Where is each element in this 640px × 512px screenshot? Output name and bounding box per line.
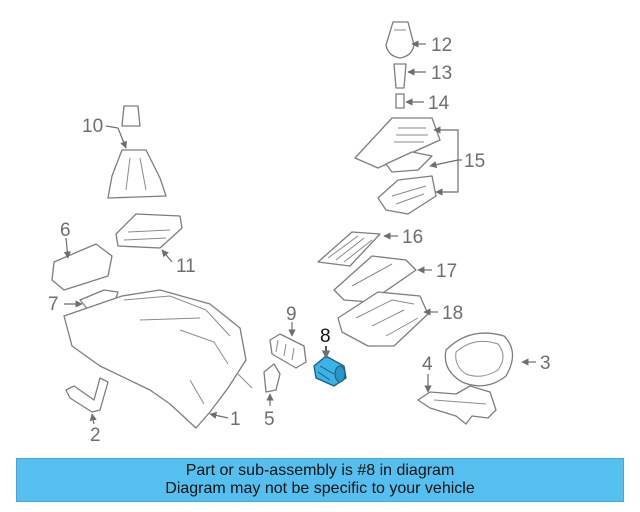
- callout-13: 13: [431, 63, 452, 84]
- part-8-lighter-highlighted[interactable]: 8: [313, 326, 347, 387]
- part-18-base[interactable]: 18: [337, 291, 463, 347]
- part-2-bracket[interactable]: 2: [65, 377, 109, 446]
- callout-17: 17: [436, 261, 457, 282]
- callout-9: 9: [286, 304, 297, 325]
- callout-16: 16: [402, 227, 423, 248]
- part-12-shift-knob[interactable]: 12: [385, 21, 452, 59]
- callout-1: 1: [230, 409, 241, 430]
- part-1-center-console[interactable]: 1: [63, 289, 253, 430]
- part-6-console-lid[interactable]: 6: [51, 220, 113, 291]
- callout-18: 18: [442, 303, 463, 324]
- part-9-socket[interactable]: 9: [269, 304, 307, 369]
- part-5-clip[interactable]: 5: [263, 363, 281, 430]
- callout-10: 10: [82, 116, 103, 137]
- callout-12: 12: [431, 35, 452, 56]
- info-banner: Part or sub-assembly is #8 in diagram Di…: [16, 458, 624, 502]
- banner-line-2: Diagram may not be specific to your vehi…: [165, 480, 475, 497]
- part-17-cover[interactable]: 17: [333, 255, 457, 303]
- part-13-knob-insert[interactable]: 13: [393, 63, 452, 89]
- callout-6: 6: [60, 220, 71, 241]
- callout-4: 4: [422, 354, 433, 375]
- part-15-shifter-indicator[interactable]: 15: [354, 117, 485, 215]
- callout-14: 14: [428, 93, 450, 114]
- callout-8: 8: [320, 326, 331, 347]
- callout-7: 7: [48, 294, 59, 315]
- part-14-clip[interactable]: 14: [395, 93, 450, 114]
- part-3-gate-ring[interactable]: 3: [444, 332, 551, 387]
- part-4-handle[interactable]: 4: [417, 354, 497, 425]
- part-10-shift-boot[interactable]: 10: [82, 105, 167, 199]
- part-11-tray[interactable]: 11: [115, 213, 196, 277]
- callout-2: 2: [90, 425, 101, 446]
- parts-diagram: 12 13 14 15 10 11: [48, 21, 551, 446]
- callout-15: 15: [464, 151, 485, 172]
- callout-3: 3: [540, 353, 551, 374]
- part-16-panel[interactable]: 16: [317, 227, 423, 267]
- callout-5: 5: [264, 409, 275, 430]
- banner-line-1: Part or sub-assembly is #8 in diagram: [185, 462, 455, 479]
- callout-11: 11: [176, 256, 196, 277]
